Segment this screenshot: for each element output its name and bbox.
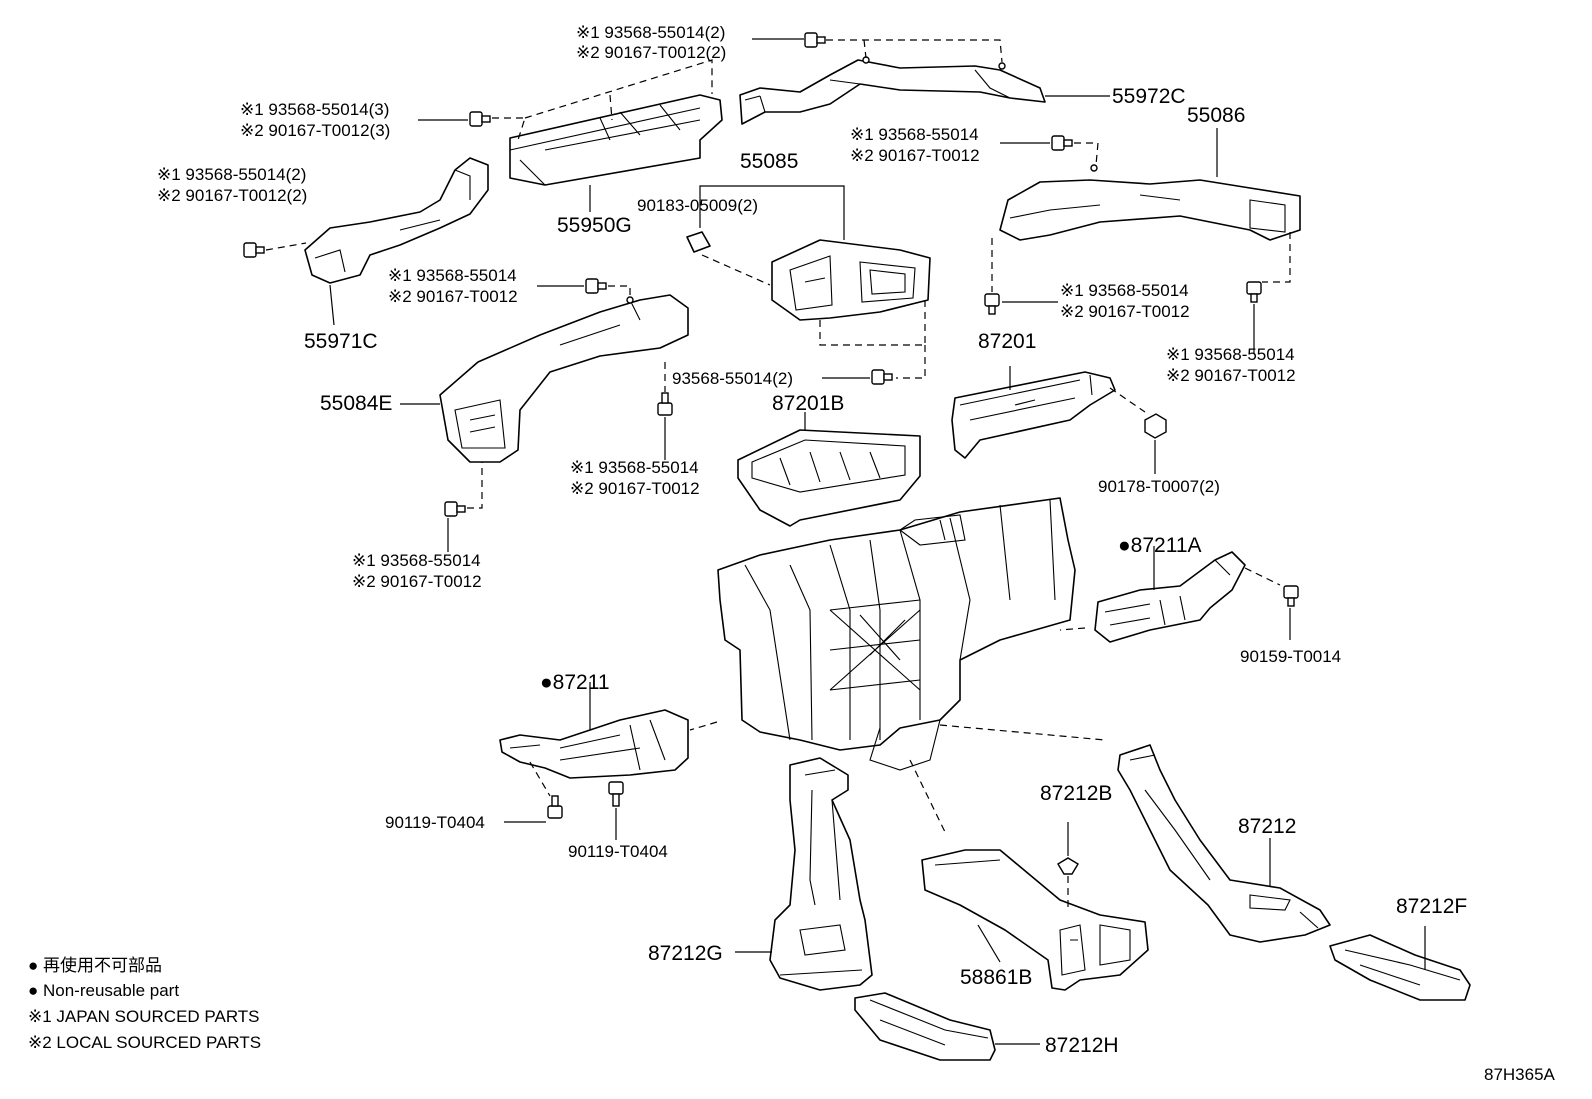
label-87212B: 87212B [1040, 782, 1112, 805]
label-55086-right-line1: ※1 93568-55014 [1166, 345, 1295, 364]
duct-55086 [999, 164, 1301, 241]
label-87211-screw1: 90119-T0404 [385, 813, 485, 832]
bolt-55084E-bottom [444, 501, 466, 517]
bolt-55084E-top [585, 278, 607, 294]
bolt-87211-2 [608, 781, 624, 807]
label-87212F-part: 87212F [1396, 895, 1467, 918]
label-87201B-line2: ※2 90167-T0012 [570, 479, 700, 498]
label-87212G-part: 87212G [648, 942, 723, 965]
duct-58861B [921, 849, 1149, 991]
label-55086-line2: ※2 90167-T0012 [850, 146, 980, 165]
label-55084E-bot2: ※2 90167-T0012 [352, 572, 482, 591]
label-55950G-part: 55950G [557, 214, 632, 237]
duct-87211A [1094, 551, 1246, 643]
label-87201-clip: 90178-T0007(2) [1098, 477, 1220, 496]
label-55085-clip: 90183-05009(2) [637, 196, 758, 215]
duct-55950G [509, 94, 723, 186]
label-55950G: ※1 93568-55014(3) ※2 90167-T0012(3) 5595… [240, 100, 632, 237]
label-55086: 55086 ※1 93568-55014 ※2 90167-T0012 ※1 9… [850, 104, 1296, 385]
bolt-55086-left [984, 293, 1000, 315]
clip-90178-T0007 [1144, 413, 1167, 439]
label-87212: 87212 [1238, 815, 1296, 838]
housing-87201B [737, 429, 921, 527]
duct-55971C [304, 157, 489, 284]
label-55950G-line1: ※1 93568-55014(3) [240, 100, 389, 119]
clip-87212B [1057, 857, 1079, 875]
label-87201B-line1: ※1 93568-55014 [570, 458, 699, 477]
label-87201B-part: 87201B [772, 392, 844, 415]
label-55086-left-line2: ※2 90167-T0012 [1060, 302, 1190, 321]
label-87211A: ●87211A 90159-T0014 [1118, 534, 1341, 666]
label-87212-part: 87212 [1238, 815, 1296, 838]
label-55086-line1: ※1 93568-55014 [850, 125, 979, 144]
label-55085-screw: 93568-55014(2) [672, 369, 793, 388]
legend-line3: ※1 JAPAN SOURCED PARTS [28, 1007, 260, 1026]
duct-55972C [739, 56, 1046, 125]
bolt-87211A [1283, 585, 1299, 607]
label-87212G: 87212G [648, 942, 723, 965]
bracket-87201 [951, 371, 1116, 459]
label-55972C: ※1 93568-55014(2) ※2 90167-T0012(2) 5597… [576, 23, 1186, 108]
label-55084E-part: 55084E [320, 392, 392, 415]
bolt-55086-right [1246, 281, 1262, 303]
legend-line1: ● 再使用不可部品 [28, 955, 162, 975]
label-87212F: 87212F [1396, 895, 1467, 918]
legend-line4: ※2 LOCAL SOURCED PARTS [28, 1033, 261, 1052]
label-58861B-part: 58861B [960, 966, 1032, 989]
label-87212B-part: 87212B [1040, 782, 1112, 805]
label-87201B: 87201B ※1 93568-55014 ※2 90167-T0012 [570, 392, 844, 498]
duct-87212 [1117, 744, 1331, 943]
bolt-87201B [657, 392, 673, 416]
label-55084E: ※1 93568-55014 ※2 90167-T0012 55084E ※1 … [320, 266, 518, 591]
label-55971C-part: 55971C [304, 330, 378, 353]
label-87212H-part: 87212H [1045, 1034, 1119, 1057]
label-55085-part: 55085 [740, 150, 798, 173]
label-87201: 87201 90178-T0007(2) [978, 330, 1220, 496]
hvac-unit [717, 497, 1076, 771]
label-87211-part: ●87211 [540, 671, 610, 694]
label-87211: ●87211 90119-T0404 90119-T0404 [385, 671, 668, 861]
label-55086-right-line2: ※2 90167-T0012 [1166, 366, 1296, 385]
label-55086-left-line1: ※1 93568-55014 [1060, 281, 1189, 300]
label-87212H: 87212H [1045, 1034, 1119, 1057]
bolt-87211-1 [547, 795, 563, 819]
bolt-55086-top [1051, 135, 1073, 151]
label-55972C-part: 55972C [1112, 85, 1186, 108]
bolt-55085 [871, 369, 893, 385]
label-87211-screw2: 90119-T0404 [568, 842, 668, 861]
label-87211A-part: ●87211A [1118, 534, 1202, 557]
bolt-55950G [469, 111, 491, 127]
legend-line2: ● Non-reusable part [28, 981, 179, 1000]
duct-55084E [439, 294, 689, 463]
duct-87212H [854, 992, 996, 1061]
label-87201-part: 87201 [978, 330, 1036, 353]
label-55085: 55085 90183-05009(2) 93568-55014(2) [637, 150, 798, 388]
bolt-55971C [243, 242, 265, 258]
clip-90183-05009 [686, 231, 711, 253]
label-55971C: ※1 93568-55014(2) ※2 90167-T0012(2) 5597… [157, 165, 378, 353]
duct-87212F [1329, 934, 1471, 1001]
label-55084E-bot1: ※1 93568-55014 [352, 551, 481, 570]
duct-87211 [499, 709, 689, 779]
label-55971C-line1: ※1 93568-55014(2) [157, 165, 306, 184]
vent-55085 [771, 239, 931, 321]
label-55950G-line2: ※2 90167-T0012(3) [240, 121, 390, 140]
duct-87212G [769, 757, 873, 991]
bolt-55972C [804, 32, 826, 48]
diagram-code: 87H365A [1484, 1065, 1556, 1084]
label-58861B: 58861B [960, 966, 1032, 989]
label-55972C-line2: ※2 90167-T0012(2) [576, 43, 726, 62]
legend: ● 再使用不可部品 ● Non-reusable part ※1 JAPAN S… [28, 955, 261, 1052]
label-87211A-screw: 90159-T0014 [1240, 647, 1341, 666]
label-55084E-top1: ※1 93568-55014 [388, 266, 517, 285]
label-55971C-line2: ※2 90167-T0012(2) [157, 186, 307, 205]
label-55972C-line1: ※1 93568-55014(2) [576, 23, 725, 42]
label-55084E-top2: ※2 90167-T0012 [388, 287, 518, 306]
label-55086-part: 55086 [1187, 104, 1245, 127]
